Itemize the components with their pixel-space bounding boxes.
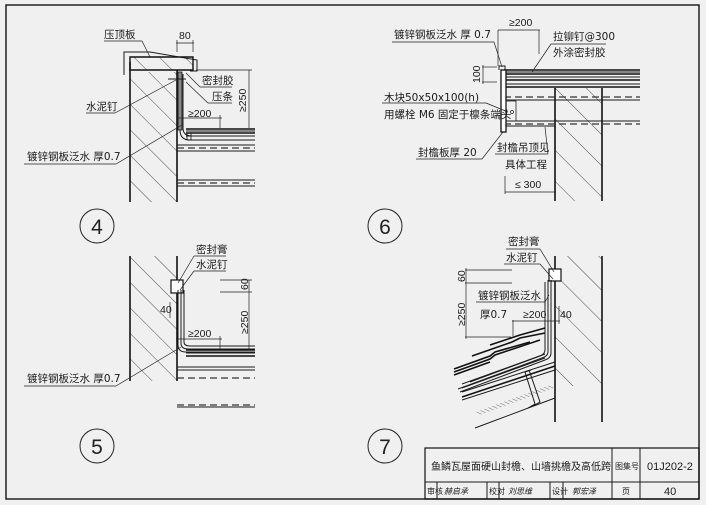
dim-250: ≥250 — [237, 89, 249, 112]
label-rivet: 拉铆钉@300 — [553, 30, 615, 43]
detail-4: 压顶板 80 密封胶 压条 水泥钉 ≥250 ≥200 — [24, 28, 255, 244]
wall-section — [555, 256, 602, 386]
label-sealant: 密封膏 — [196, 243, 228, 256]
atlas-label: 图集号 — [615, 461, 639, 471]
dim-250: ≥250 — [239, 311, 251, 334]
label-nail: 水泥钉 — [506, 251, 538, 264]
check-signature: 刘思维 — [508, 487, 533, 496]
dim-100: 100 — [471, 65, 483, 83]
wall-section — [130, 72, 177, 202]
label-rivet-note: 外涂密封胶 — [553, 46, 606, 59]
label-thickness: 厚0.7 — [480, 309, 507, 321]
dim-40: 40 — [160, 304, 172, 316]
dim-250: ≥250 — [456, 303, 468, 326]
detail-number-circle-5 — [79, 428, 115, 464]
detail-number-circle-4 — [79, 208, 115, 244]
label-sealant: 密封膏 — [508, 235, 540, 248]
label-flashing: 镀锌钢板泛水 厚 0.7 — [394, 28, 491, 41]
sheet-border — [5, 4, 700, 500]
label-flashing: 镀锌钢板泛水 厚0.7 — [27, 372, 121, 385]
detail-number-4: 4 — [91, 216, 103, 239]
label-flashing: 镀锌钢板泛水 厚0.7 — [27, 150, 121, 163]
page-label: 页 — [622, 487, 630, 496]
detail-5: 密封膏 水泥钉 60 ≥250 40 ≥200 镀锌钢板泛水 厚0.7 — [24, 243, 255, 464]
dim-300: ≤ 300 — [515, 179, 541, 191]
review-label: 审核 — [427, 486, 443, 496]
fascia-board — [500, 69, 507, 133]
label-nail: 水泥钉 — [196, 258, 228, 271]
check-label: 校对 — [489, 486, 505, 496]
label-nail: 水泥钉 — [86, 100, 118, 113]
review-signature: 赫启承 — [444, 487, 469, 496]
detail-number-6: 6 — [379, 216, 391, 239]
wall-section — [555, 88, 602, 201]
roof-layers — [504, 69, 640, 127]
label-soffit: 封檐吊顶见 — [497, 141, 550, 154]
label-sealant: 密封胶 — [202, 74, 234, 87]
dim-200: ≥200 — [523, 309, 546, 321]
dim-40: 40 — [560, 309, 572, 321]
title-block: 鱼鳞瓦屋面硬山封檐、山墙挑檐及高低跨 图集号 01J202-2 审核 赫启承 校… — [424, 447, 700, 500]
detail-number-7: 7 — [379, 436, 391, 459]
sheet-title: 鱼鳞瓦屋面硬山封檐、山墙挑檐及高低跨 — [431, 460, 611, 473]
detail-number-circle-6 — [367, 208, 403, 244]
wall-section — [130, 256, 177, 381]
dim-200: ≥200 — [509, 17, 532, 29]
atlas-number: 01J202-2 — [647, 461, 693, 473]
dim-60: 60 — [239, 278, 251, 290]
label-coping: 压顶板 — [104, 28, 136, 41]
label-block-note: 用螺栓 M6 固定于檩条端头 — [384, 108, 511, 121]
detail-number-5: 5 — [91, 436, 103, 459]
detail-6: ≥200 100 镀锌钢板泛水 厚 0.7 拉铆钉@300 外涂密封胶 木块50… — [367, 17, 640, 244]
detail-number-circle-7 — [367, 428, 403, 464]
label-soffit-note: 具体工程 — [505, 159, 547, 171]
fish-scale-tiles — [453, 327, 556, 429]
detail-7: 密封膏 水泥钉 60 ≥250 镀锌钢板泛水 厚0.7 ≥200 40 — [367, 235, 603, 464]
label-block: 木块50x50x100(h) — [384, 92, 479, 104]
dim-60: 60 — [456, 270, 468, 282]
design-signature: 郭宏泽 — [572, 487, 597, 496]
roof-layers — [177, 349, 255, 408]
label-flashing: 镀锌钢板泛水 — [478, 289, 541, 302]
coping-slab — [129, 56, 194, 71]
dim-80: 80 — [179, 30, 191, 42]
label-fascia: 封檐板厚 20 — [418, 146, 477, 159]
design-label: 设计 — [552, 486, 568, 496]
dim-200: ≥200 — [188, 108, 211, 120]
page-number: 40 — [664, 486, 676, 498]
roof-layers — [177, 128, 255, 187]
label-batten: 压条 — [212, 90, 233, 103]
dim-200: ≥200 — [188, 328, 211, 340]
